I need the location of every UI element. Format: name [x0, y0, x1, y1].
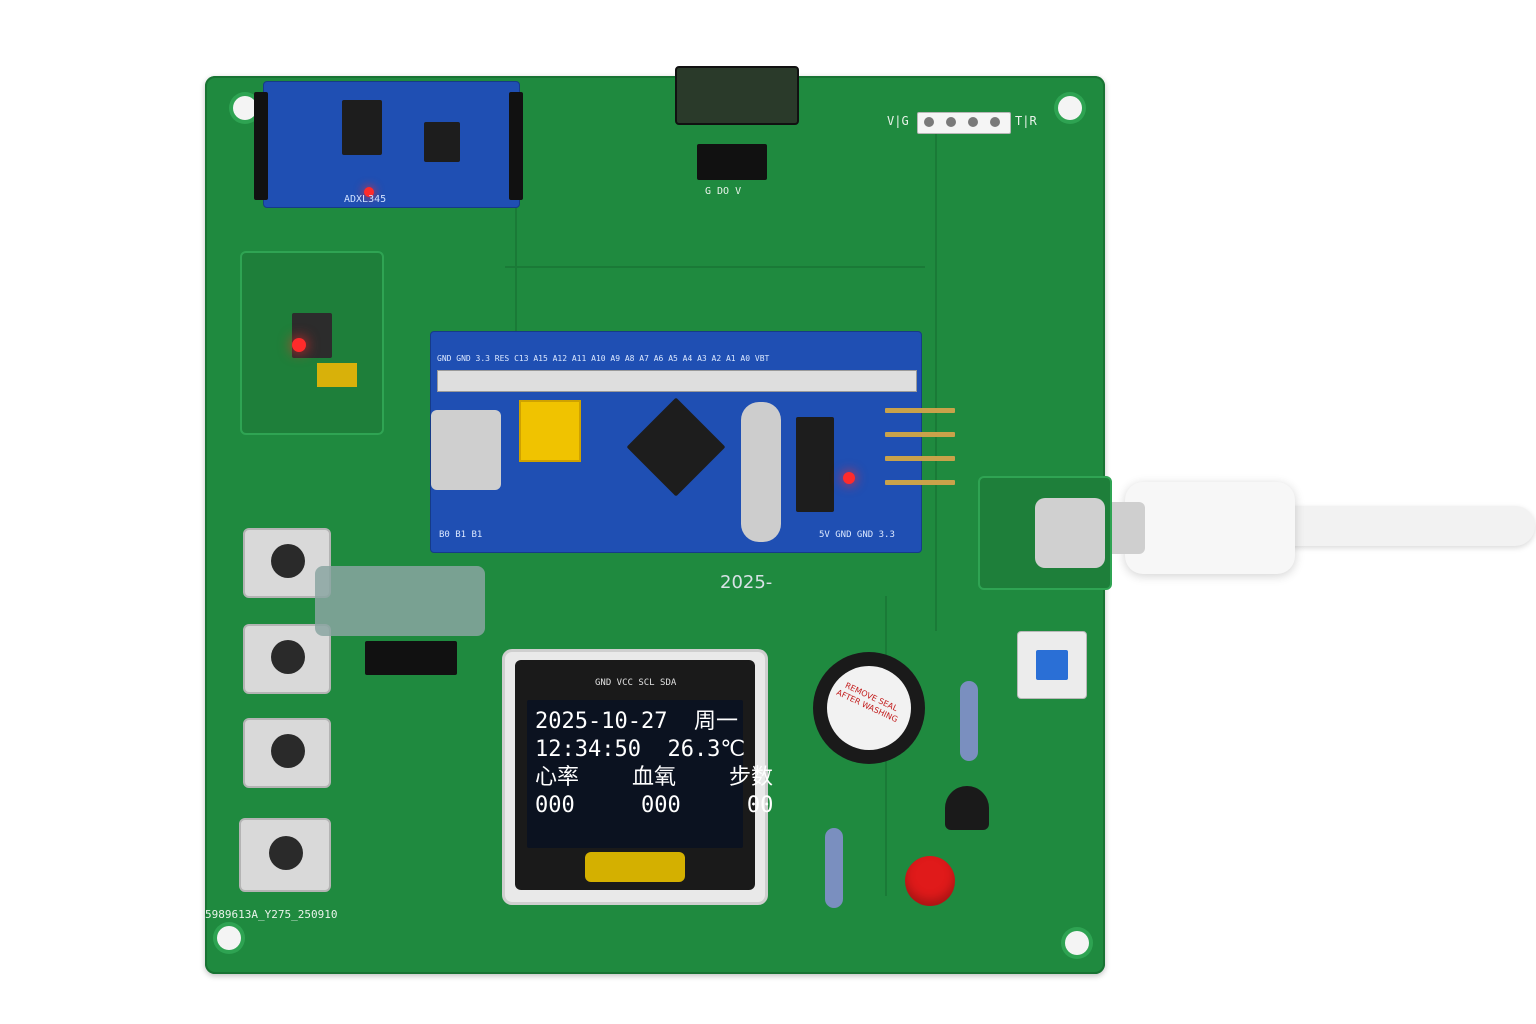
- pin: [885, 408, 955, 413]
- pin-hole: [946, 117, 956, 127]
- oled-line-date: 2025-10-27 周一: [535, 709, 738, 734]
- leftover-year-text: 2025-: [720, 572, 773, 593]
- push-button-cap: [271, 544, 305, 578]
- push-button[interactable]: [243, 624, 331, 694]
- usb-cable-wire: [1275, 506, 1535, 546]
- buzzer: REMOVE SEAL AFTER WASHING: [813, 652, 925, 764]
- mounting-hole: [217, 926, 241, 950]
- trace: [935, 131, 937, 631]
- pin: [885, 456, 955, 461]
- pin-hole: [968, 117, 978, 127]
- adxl345-module: ADXL345: [254, 81, 523, 208]
- top-right-header: [917, 112, 1011, 134]
- push-button[interactable]: [243, 718, 331, 788]
- stm32-top-labels: GND GND 3.3 RES C13 A15 A12 A11 A10 A9 A…: [437, 354, 770, 363]
- pin: [885, 432, 955, 437]
- usb-cable: [1105, 482, 1535, 578]
- adxl-label: ADXL345: [344, 194, 387, 205]
- usb-c-breakout: [978, 476, 1112, 590]
- heart-rate-module: [240, 251, 384, 435]
- pin: [885, 480, 955, 485]
- oled-screen: 2025-10-27 周一 12:34:50 26.3℃ 心率 血氧 步数 00…: [527, 700, 773, 848]
- adxl-right-header: [509, 92, 523, 200]
- stm32-bottom-right: 5V GND GND 3.3: [819, 530, 895, 540]
- oled-line-time-temp: 12:34:50 26.3℃: [535, 737, 746, 762]
- power-led: [843, 472, 855, 484]
- hr-yellow: [317, 363, 357, 387]
- ir-sensor-module: [675, 66, 799, 125]
- buzzer-label: [827, 666, 911, 750]
- small-module: [315, 566, 485, 636]
- hr-led: [292, 338, 306, 352]
- boot-jumper: [519, 400, 581, 462]
- regulator: [796, 417, 834, 512]
- right-angle-pins: [885, 408, 955, 488]
- push-button[interactable]: [239, 818, 331, 892]
- power-switch-knob: [1036, 650, 1068, 680]
- red-led: [905, 856, 955, 906]
- trace: [515, 136, 517, 336]
- mcu-chip: [626, 397, 726, 497]
- usb-c-port: [431, 410, 501, 490]
- ir-sensor-pin-labels: G DO V: [705, 186, 742, 197]
- push-button-cap: [269, 836, 303, 870]
- trace: [505, 266, 925, 268]
- crystal: [741, 402, 781, 542]
- push-button-cap: [271, 640, 305, 674]
- oled-module: GND VCC SCL SDA 2025-10-27 周一 12:34:50 2…: [502, 649, 773, 905]
- ir-sensor-header: [697, 144, 767, 180]
- resistor: [960, 681, 978, 761]
- resistor: [825, 828, 843, 908]
- stm32-board: GND GND 3.3 RES C13 A15 A12 A11 A10 A9 A…: [430, 331, 922, 553]
- oled-line-labels: 心率 血氧 步数: [535, 765, 773, 790]
- power-switch[interactable]: [1017, 631, 1087, 699]
- adxl-left-header: [254, 92, 268, 200]
- pin-hole: [990, 117, 1000, 127]
- stm32-bottom-left: B0 B1 B1: [439, 530, 483, 540]
- push-button-cap: [271, 734, 305, 768]
- mounting-hole: [1065, 931, 1089, 955]
- transistor: [945, 786, 989, 830]
- small-module-header: [365, 641, 457, 675]
- oled-ribbon: [585, 852, 685, 882]
- adxl-chip: [342, 100, 382, 155]
- top-header-right-label: T|R: [1015, 114, 1037, 128]
- status-led: [364, 187, 374, 197]
- regulator-chip: [424, 122, 460, 162]
- oled-pin-labels: GND VCC SCL SDA: [595, 678, 677, 688]
- mounting-hole: [1058, 96, 1082, 120]
- pin-hole: [924, 117, 934, 127]
- stm32-top-header: [437, 370, 917, 392]
- top-header-left-label: V|G: [887, 114, 909, 128]
- usb-c-receptacle: [1035, 498, 1105, 568]
- usb-cable-plug: [1125, 482, 1295, 574]
- pcb-board: ADXL345 G DO V V|G T|R GND GND 3.3 RES C…: [205, 66, 1112, 974]
- oled-line-values: 000 000 00: [535, 793, 774, 818]
- mounting-hole: [233, 96, 257, 120]
- board-code: 5989613A_Y275_250910: [205, 908, 338, 921]
